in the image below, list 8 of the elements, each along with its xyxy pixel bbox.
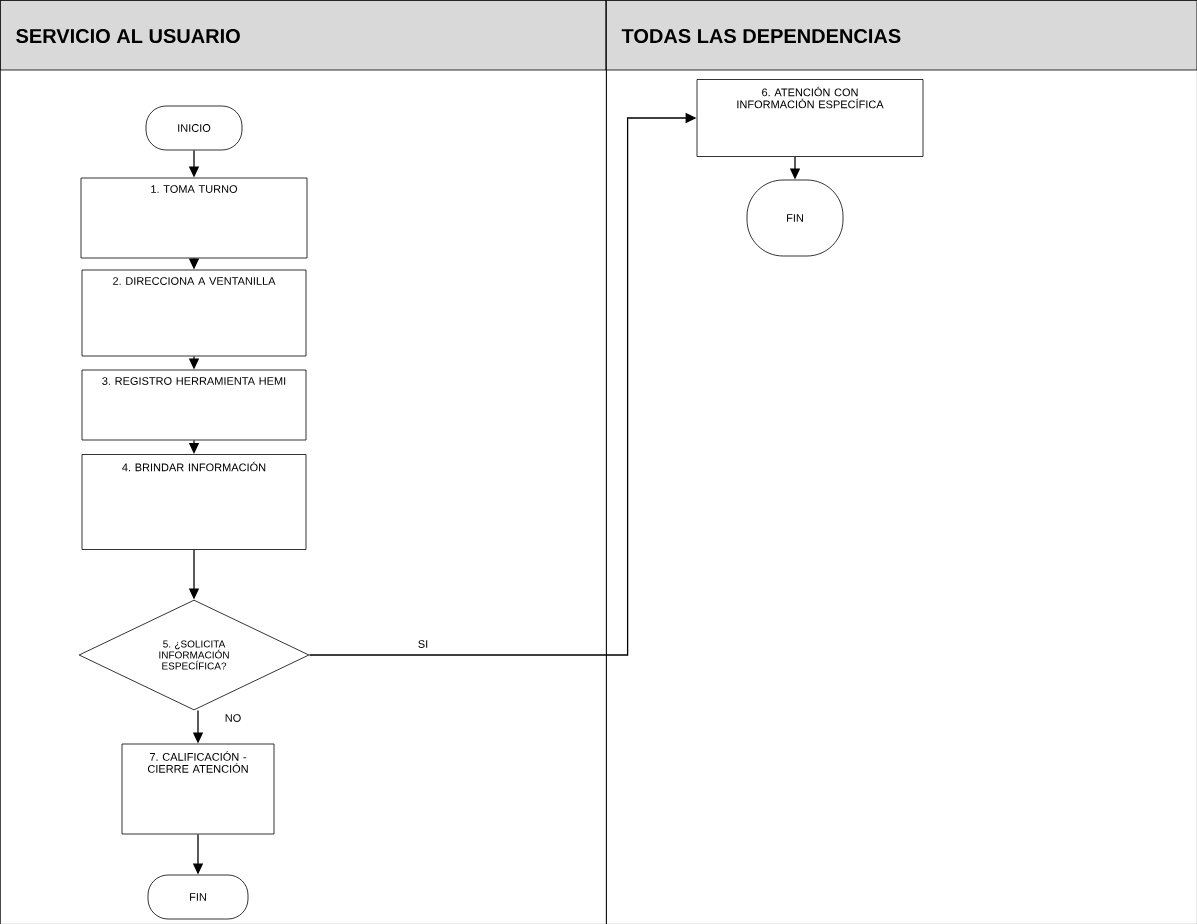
process-box: 1. TOMA TURNO — [80, 177, 308, 259]
edge-label: SI — [416, 639, 430, 649]
process-box: 7. CALIFICACIÓN - CIERRE ATENCIÓN — [121, 743, 275, 835]
process-box: 6. ATENCIÓN CON INFORMACIÓN ESPECÍFICA — [696, 79, 924, 157]
edge-label: NO — [223, 713, 243, 723]
process-box: 2. DIRECCIONA A VENTANILLA — [81, 269, 307, 357]
process-box: 4. BRINDAR INFORMACIÓN — [81, 454, 307, 550]
process-box: 3. REGISTRO HERRAMIENTA HEMI — [81, 369, 307, 441]
